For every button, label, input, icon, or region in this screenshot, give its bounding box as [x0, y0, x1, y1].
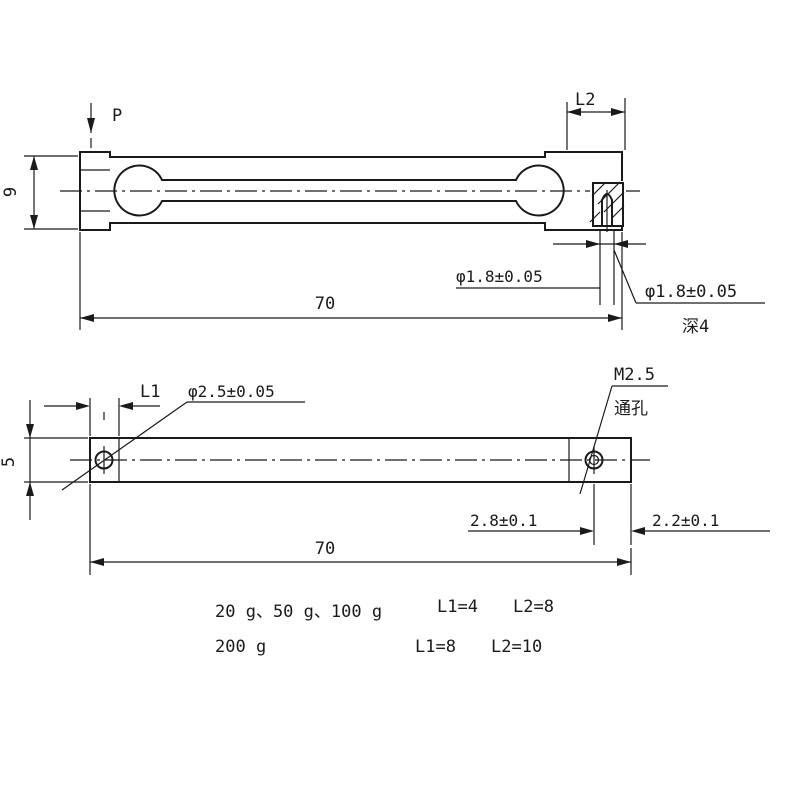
p-label: P: [112, 106, 122, 126]
dumbbell-slot: [113, 164, 565, 217]
height-dim-9: 9: [1, 187, 21, 197]
bottom-view: L1 φ2.5±0.05 5 M2.5 通孔 2.8±0.1 2.2±0.1 7…: [0, 365, 770, 575]
spec-row: 20 g、50 g、100 g L1=4 L2=8: [215, 597, 635, 627]
dim-2-8: 2.8±0.1: [470, 511, 537, 530]
spec-l2: L2=8: [513, 597, 554, 617]
dim-2-2: 2.2±0.1: [652, 511, 719, 530]
height-dim-5: 5: [0, 457, 19, 467]
spec-weights: 20 g、50 g、100 g: [215, 602, 383, 622]
spec-row: 200 g L1=8 L2=10: [215, 637, 635, 667]
spec-notes: 20 g、50 g、100 g L1=4 L2=8 200 g L1=8 L2=…: [215, 597, 635, 677]
thread-label: M2.5: [614, 365, 655, 385]
l2-label: L2: [575, 90, 595, 110]
top-view: P 9 L2 70 φ1.8±0.05 φ1.8±0.05 深4: [1, 90, 765, 337]
top-length-70: 70: [315, 294, 335, 314]
l1-label: L1: [140, 382, 160, 402]
hole-dim-label: φ1.8±0.05: [456, 267, 543, 286]
hole-callout-label: φ1.8±0.05: [645, 282, 737, 302]
spec-l2: L2=10: [491, 637, 543, 657]
top-view-body-outline: [79, 151, 623, 231]
hole-section-hatch: [589, 181, 625, 223]
spec-weights: 200 g: [215, 637, 267, 657]
spec-l1: L1=4: [437, 597, 478, 617]
through-note: 通孔: [614, 399, 648, 419]
bottom-length-70: 70: [315, 539, 335, 559]
depth-note: 深4: [682, 317, 709, 337]
pin-hole-dim: φ2.5±0.05: [188, 382, 275, 401]
spec-l1: L1=8: [415, 637, 456, 657]
